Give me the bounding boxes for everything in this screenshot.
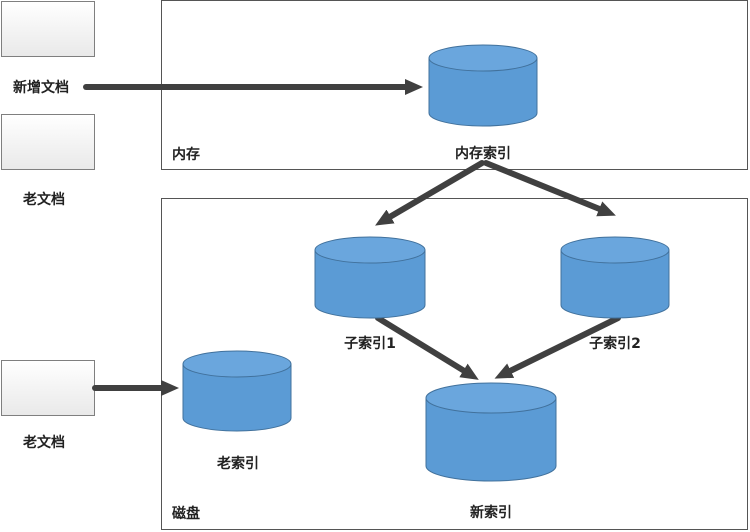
arrow-sub-index-2-to-new-index [494, 315, 621, 379]
old-document-label-bottom: 老文档 [23, 435, 65, 451]
arrow-sub-index-1-to-new-index [375, 315, 479, 380]
arrow-memory-index-to-sub-index-2 [483, 160, 616, 217]
old-index-label: 老索引 [217, 456, 259, 472]
memory-index-label: 内存索引 [455, 146, 511, 162]
sub-index-1-label: 子索引1 [344, 336, 396, 352]
sub-index-2-cylinder [560, 236, 670, 319]
new-index-label: 新索引 [470, 505, 512, 521]
sub-index-1-cylinder [314, 236, 426, 319]
new-document-box [1, 1, 95, 57]
sub-index-2-label: 子索引2 [589, 336, 641, 352]
old-document-label-top: 老文档 [23, 192, 65, 208]
old-document-box-bottom [1, 360, 95, 416]
old-document-box-top [1, 114, 95, 170]
new-index-cylinder [425, 382, 557, 482]
old-index-cylinder [182, 350, 292, 432]
disk-zone-label: 磁盘 [172, 506, 200, 522]
memory-index-cylinder [428, 44, 538, 127]
memory-zone-label: 内存 [172, 147, 200, 163]
arrow-memory-index-to-sub-index-1 [375, 160, 485, 226]
new-document-label: 新增文档 [13, 80, 69, 96]
